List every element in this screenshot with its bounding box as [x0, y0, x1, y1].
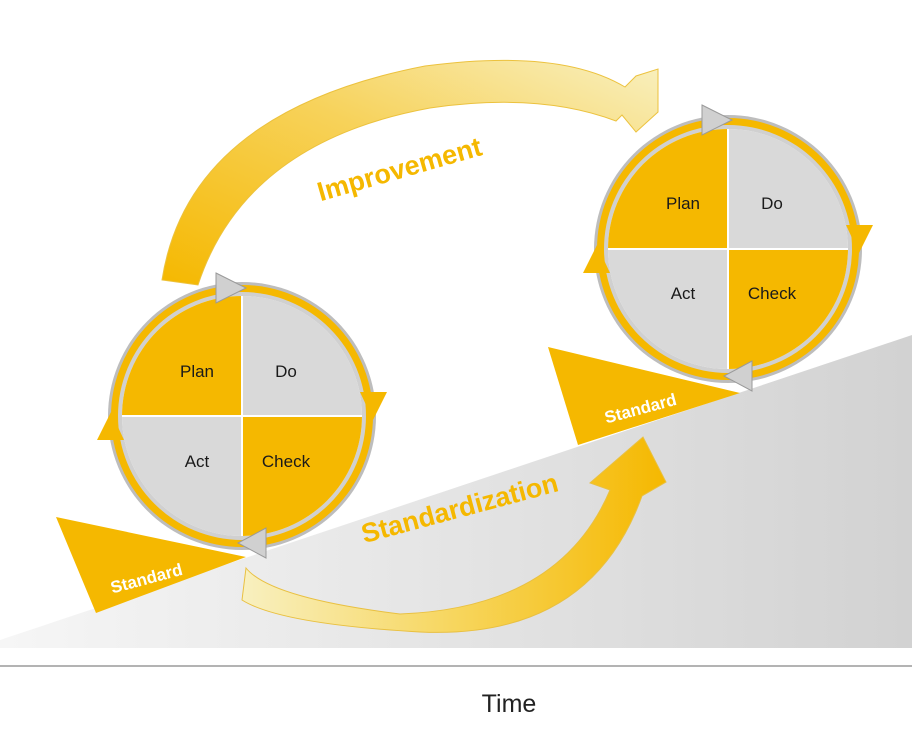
standard-wedge-right [548, 347, 740, 445]
improvement-arrow [161, 59, 659, 286]
plan-label: Plan [666, 194, 700, 213]
act-label: Act [185, 452, 210, 471]
time-label: Time [482, 690, 537, 718]
quadrant-check [242, 416, 362, 536]
cycle-arrowhead-bottom [236, 527, 267, 559]
cycle-arrowhead-right [846, 225, 873, 253]
cycle-arrowhead-right [360, 392, 387, 420]
standard-wedge-left [56, 517, 246, 613]
plan-label: Plan [180, 362, 214, 381]
quadrant-act [122, 416, 242, 536]
cycle-arrowhead-left [97, 412, 124, 440]
slope-ramp [0, 335, 912, 648]
act-label: Act [671, 284, 696, 303]
check-label: Check [748, 284, 797, 303]
pdca-cycle-left: Plan Do Act Check [97, 272, 387, 559]
quadrant-check [728, 249, 848, 369]
check-label: Check [262, 452, 311, 471]
cycle-arrowhead-left [583, 245, 610, 273]
improvement-label: Improvement [314, 132, 485, 208]
cycle-arrowhead-top [701, 104, 734, 136]
quadrant-do [242, 296, 362, 416]
quadrant-act [608, 249, 728, 369]
do-label: Do [275, 362, 297, 381]
do-label: Do [761, 194, 783, 213]
quadrant-do [728, 129, 848, 249]
quadrant-plan [608, 129, 728, 249]
pdca-cycle-right: Plan Do Act Check [583, 104, 873, 392]
cycle-arrowhead-bottom [722, 360, 753, 392]
standardization-arrow [241, 436, 667, 633]
quadrant-plan [122, 296, 242, 416]
cycle-arrowhead-top [215, 272, 248, 304]
